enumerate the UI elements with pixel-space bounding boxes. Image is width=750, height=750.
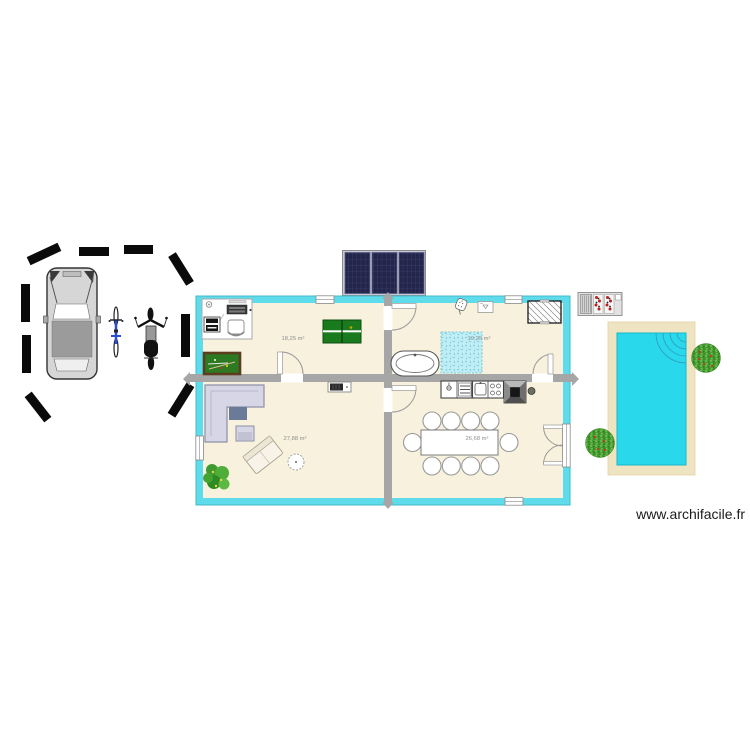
parking-boundary[interactable] <box>21 242 195 423</box>
laptop-icon <box>226 300 252 315</box>
dining-chair <box>422 411 442 431</box>
side-table[interactable] <box>287 453 305 471</box>
dining-chair <box>499 432 519 453</box>
dining-chairs[interactable] <box>402 411 519 476</box>
plant-icon[interactable] <box>203 464 230 490</box>
dining-chair <box>422 456 442 476</box>
table-tennis-table[interactable] <box>322 319 362 344</box>
stool[interactable] <box>527 387 536 395</box>
room-area-label: 26,68 m² <box>466 436 489 442</box>
shower-stall[interactable] <box>527 299 562 325</box>
shower-head-icon[interactable] <box>453 298 468 316</box>
dining-chair <box>461 411 481 431</box>
billiard-table[interactable] <box>202 351 242 376</box>
room-area-label: 19,25 m² <box>468 336 491 342</box>
watermark: www.archifacile.fr <box>635 506 745 522</box>
interior-wall-horizontal[interactable] <box>183 372 579 386</box>
car-icon[interactable] <box>43 267 101 380</box>
dining-chair <box>480 456 500 476</box>
dining-chair <box>402 432 423 453</box>
room-area-label: 27,88 m² <box>284 436 307 442</box>
corner-sofa[interactable] <box>204 384 265 443</box>
office-chair <box>227 319 245 337</box>
armchair[interactable] <box>235 425 255 442</box>
phone-icon <box>205 301 213 308</box>
dining-chair <box>441 411 461 431</box>
dining-table[interactable] <box>420 429 499 456</box>
door[interactable] <box>277 303 554 413</box>
bicycle-icon[interactable] <box>108 306 124 358</box>
desk[interactable] <box>201 298 253 340</box>
french-door[interactable] <box>543 424 563 466</box>
jacuzzi[interactable] <box>440 331 483 374</box>
barbecue-icon[interactable] <box>577 292 623 316</box>
bush-icon[interactable] <box>691 343 721 373</box>
solar-panels[interactable] <box>342 250 426 296</box>
scooter-icon[interactable] <box>134 307 168 371</box>
swimming-pool[interactable] <box>607 321 696 476</box>
printer-icon <box>203 316 221 333</box>
room-area-label: 18,25 m² <box>282 336 305 342</box>
sofa[interactable] <box>242 435 283 474</box>
dining-chair <box>441 456 461 476</box>
dining-chair <box>480 411 500 431</box>
pool-ripples <box>655 332 687 364</box>
wall-valve[interactable] <box>477 301 494 313</box>
bathtub[interactable] <box>390 350 440 377</box>
tv-stand[interactable] <box>327 381 352 393</box>
bush-icon[interactable] <box>585 428 615 458</box>
dining-chair <box>461 456 481 476</box>
cooker-hood[interactable] <box>503 380 527 404</box>
sink-unit[interactable] <box>440 380 473 399</box>
stove-unit[interactable] <box>471 380 505 399</box>
rug[interactable] <box>229 407 247 420</box>
